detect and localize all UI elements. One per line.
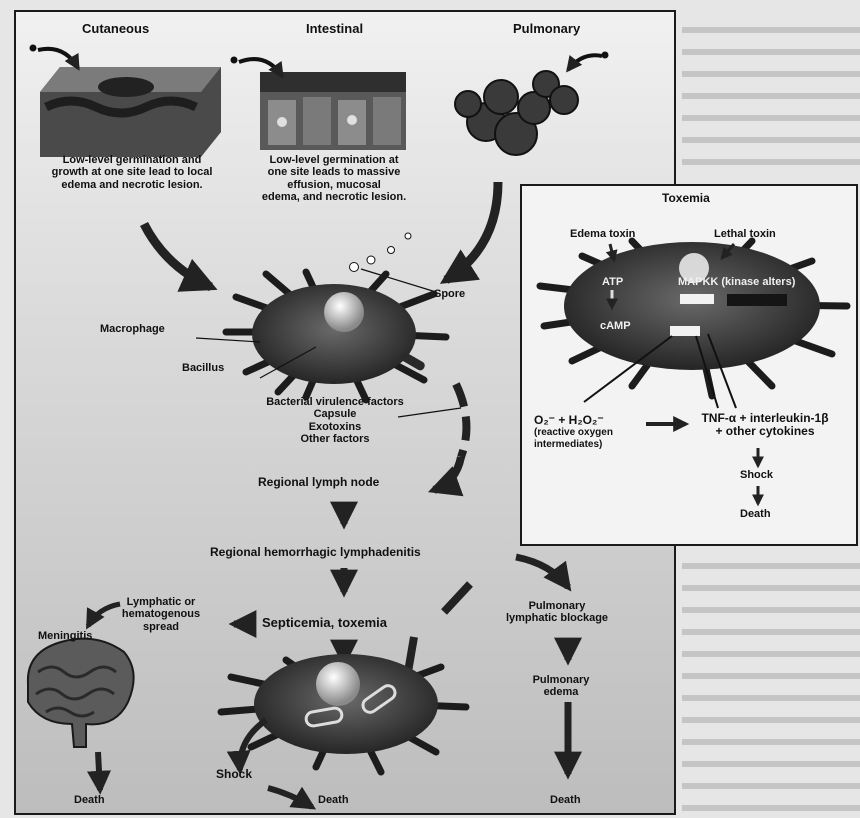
cytokines-label: TNF-α + interleukin-1β + other cytokines [690,412,840,439]
brain-illustration [28,639,134,747]
pulmonary-blockage-label: Pulmonary lymphatic blockage [502,600,612,625]
spread-label: Lymphatic or hematogenous spread [120,596,202,633]
toxemia-shock-label: Shock [740,469,773,481]
lung-alveoli-illustration [455,71,578,155]
toxemia-inset: Toxemia Edema toxin Lethal toxin ATP cAM… [520,184,858,546]
spore-label: Spore [434,288,465,300]
bacillus-label: Bacillus [182,362,224,374]
reactive-oxygen-label: O₂⁻ + H₂O₂⁻ (reactive oxygen intermediat… [534,414,613,450]
intestinal-caption: Low-level germination at one site leads … [252,154,416,203]
meningitis-label: Meningitis [38,630,92,642]
mapkk-label: MAPKK (kinase alters) [678,276,795,288]
intestinal-route-title: Intestinal [306,22,363,37]
septicemia-toxemia-label: Septicemia, toxemia [262,616,387,631]
regional-lymph-node-label: Regional lymph node [258,476,379,489]
atp-label: ATP [602,276,623,288]
cutaneous-route-title: Cutaneous [82,22,149,37]
death-label-brain: Death [74,794,105,806]
toxemia-macrophage-illustration [540,241,847,396]
lethal-toxin-label: Lethal toxin [714,228,776,240]
toxemia-title: Toxemia [662,192,710,205]
macrophage-label: Macrophage [100,323,165,335]
virulence-factors-list: Bacterial virulence factors Capsule Exot… [250,396,420,445]
pulmonary-edema-label: Pulmonary edema [524,674,598,699]
macrophage-illustration [226,272,446,400]
pulmonary-route-title: Pulmonary [513,22,580,37]
edema-toxin-label: Edema toxin [570,228,635,240]
camp-label: cAMP [600,320,631,332]
shock-label: Shock [216,768,252,781]
death-label-right: Death [550,794,581,806]
lymphadenitis-label: Regional hemorrhagic lymphadenitis [210,546,421,559]
death-label-center: Death [318,794,349,806]
cutaneous-caption: Low-level germination and growth at one … [34,154,230,191]
intestine-tissue-illustration [260,72,406,150]
skin-tissue-illustration [40,67,221,157]
toxemia-death-label: Death [740,508,771,520]
infected-macrophage-illustration [221,654,466,772]
